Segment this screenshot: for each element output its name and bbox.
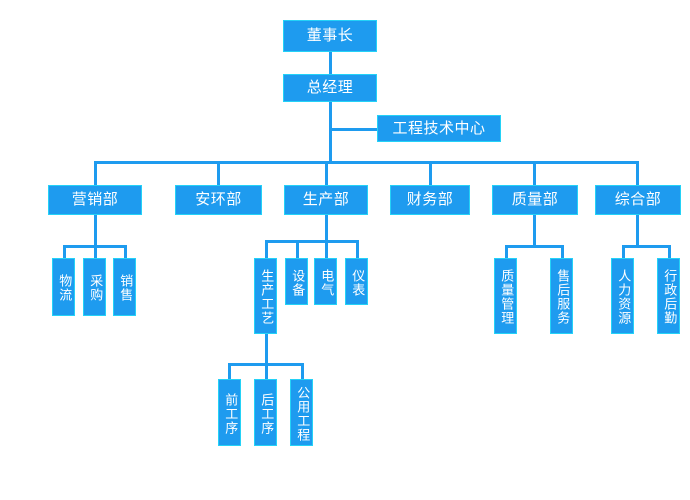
connector-drop-front-process xyxy=(228,363,231,379)
connector-drop-process xyxy=(265,240,268,258)
connector-drop-purchasing xyxy=(94,245,97,258)
connector-general-affairs-sub-bus xyxy=(622,245,671,248)
connector-drop-production xyxy=(325,161,328,185)
connector-drop-safety-env xyxy=(217,161,220,185)
connector-drop-finance xyxy=(429,161,432,185)
connector-drop-back-process xyxy=(265,363,268,379)
connector-drop-utility-works xyxy=(301,363,304,379)
connector-drop-human-resources xyxy=(622,245,625,258)
connector-drop-quality xyxy=(533,161,536,185)
connector-gm-trunk xyxy=(329,101,332,162)
node-dept-production[interactable]: 生产部 xyxy=(284,185,368,215)
connector-drop-sales xyxy=(124,245,127,258)
connector-drop-general-affairs xyxy=(636,161,639,185)
connector-drop-admin-logistics xyxy=(668,245,671,258)
node-sub-after-sales[interactable]: 售后服务 xyxy=(550,258,573,334)
node-engineering-center[interactable]: 工程技术中心 xyxy=(377,115,501,142)
connector-production-sub-bus xyxy=(265,240,359,243)
connector-departments-bus xyxy=(94,161,639,164)
connector-drop-logistics xyxy=(63,245,66,258)
connector-drop-after-sales xyxy=(561,245,564,258)
connector-quality-sub-bus xyxy=(505,245,564,248)
node-dept-finance[interactable]: 财务部 xyxy=(390,185,470,215)
node-sub-electrical[interactable]: 电气 xyxy=(314,258,337,305)
connector-drop-equipment xyxy=(296,240,299,258)
connector-drop-electrical xyxy=(325,240,328,258)
node-dept-general-affairs[interactable]: 综合部 xyxy=(595,185,681,215)
node-sub-back-process[interactable]: 后工序 xyxy=(254,379,277,446)
connector-gm-to-engineering-center xyxy=(329,128,379,131)
node-dept-safety-env[interactable]: 安环部 xyxy=(175,185,262,215)
node-sub-logistics[interactable]: 物流 xyxy=(52,258,75,316)
connector-drop-instrument xyxy=(356,240,359,258)
connector-marketing-trunk xyxy=(94,215,97,245)
node-sub-purchasing[interactable]: 采购 xyxy=(83,258,106,316)
connector-chairman-to-gm xyxy=(329,52,332,74)
connector-drop-quality-mgmt xyxy=(505,245,508,258)
node-chairman[interactable]: 董事长 xyxy=(283,20,377,52)
connector-general-affairs-trunk xyxy=(636,215,639,245)
node-general-manager[interactable]: 总经理 xyxy=(283,74,377,102)
node-sub-equipment[interactable]: 设备 xyxy=(285,258,308,305)
node-dept-quality[interactable]: 质量部 xyxy=(492,185,578,215)
node-sub-utility-works[interactable]: 公用工程 xyxy=(290,379,313,446)
connector-process-trunk xyxy=(265,334,268,363)
connector-quality-trunk xyxy=(533,215,536,245)
connector-drop-marketing xyxy=(94,161,97,185)
node-sub-sales[interactable]: 销售 xyxy=(113,258,136,316)
node-sub-admin-logistics[interactable]: 行政后勤 xyxy=(657,258,680,334)
node-sub-process[interactable]: 生产工艺 xyxy=(254,258,277,334)
node-sub-human-resources[interactable]: 人力资源 xyxy=(611,258,634,334)
connector-production-trunk xyxy=(325,215,328,240)
node-sub-instrument[interactable]: 仪表 xyxy=(345,258,368,305)
node-sub-quality-mgmt[interactable]: 质量管理 xyxy=(494,258,517,334)
node-sub-front-process[interactable]: 前工序 xyxy=(218,379,241,446)
node-dept-marketing[interactable]: 营销部 xyxy=(48,185,142,215)
